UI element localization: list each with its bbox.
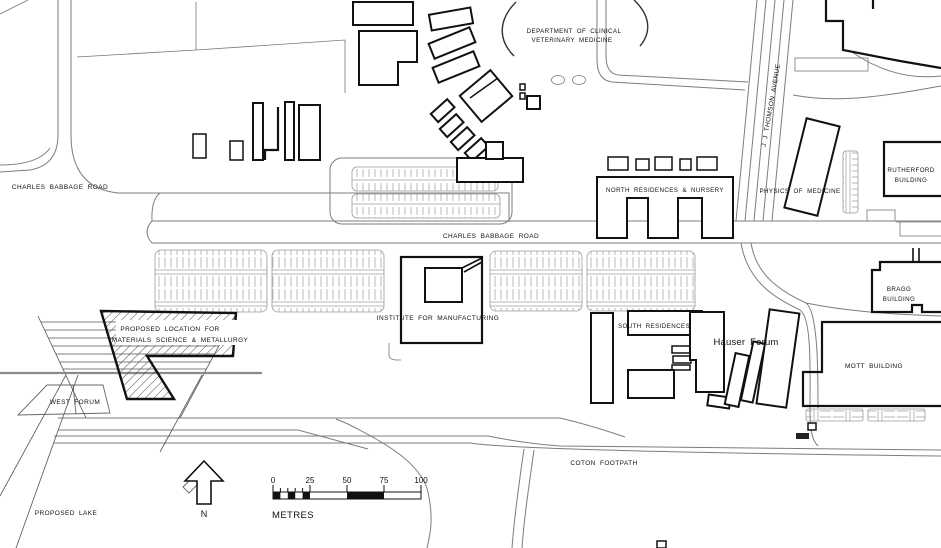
scale-tick-75: 75 bbox=[380, 476, 389, 485]
label-dept-vet-1: DEPARTMENT OF CLINICAL bbox=[527, 28, 622, 35]
label-north-residences: NORTH RESIDENCES & NURSERY bbox=[606, 187, 724, 194]
label-rutherford-2: BUILDING bbox=[895, 177, 927, 184]
buildings-layer bbox=[99, 0, 941, 548]
scale-tick-50: 50 bbox=[343, 476, 352, 485]
west-forum-plaza bbox=[16, 384, 111, 416]
label-rutherford-1: RUTHERFORD bbox=[887, 167, 934, 174]
label-proposed-lake: PROPOSED LAKE bbox=[35, 510, 98, 517]
label-ifm: INSTITUTE FOR MANUFACTURING bbox=[377, 315, 499, 322]
scale-bar: 0 25 50 75 100 METRES bbox=[271, 476, 428, 521]
label-bragg-2: BUILDING bbox=[883, 296, 915, 303]
north-arrow-icon bbox=[183, 459, 225, 505]
scale-tick-100: 100 bbox=[414, 476, 428, 485]
label-physics: PHYSICS OF MEDICINE bbox=[759, 188, 840, 195]
label-bragg-1: BRAGG bbox=[887, 286, 911, 293]
north-letter: N bbox=[201, 509, 208, 519]
label-proposed-2: MATERIALS SCIENCE & METALLURGY bbox=[112, 337, 249, 344]
label-mott: MOTT BUILDING bbox=[845, 363, 903, 370]
label-south-residences: SOUTH RESIDENCES bbox=[618, 323, 690, 330]
label-cbr-west: CHARLES BABBAGE ROAD bbox=[12, 184, 108, 191]
label-west-forum: WEST FORUM bbox=[50, 399, 100, 406]
label-coton-footpath: COTON FOOTPATH bbox=[570, 460, 637, 467]
label-dept-vet-2: VETERINARY MEDICINE bbox=[532, 37, 613, 44]
label-proposed-1: PROPOSED LOCATION FOR bbox=[120, 326, 219, 333]
north-arrow: N bbox=[183, 459, 225, 519]
label-cbr-mid: CHARLES BABBAGE ROAD bbox=[443, 233, 539, 240]
scale-tick-25: 25 bbox=[306, 476, 315, 485]
scale-tick-0: 0 bbox=[271, 476, 276, 485]
labels-layer: DEPARTMENT OF CLINICAL VETERINARY MEDICI… bbox=[12, 28, 934, 517]
parking-layer bbox=[154, 150, 926, 422]
label-hauser-forum: Hauser Forum bbox=[713, 337, 778, 348]
scale-units-label: METRES bbox=[272, 510, 314, 521]
